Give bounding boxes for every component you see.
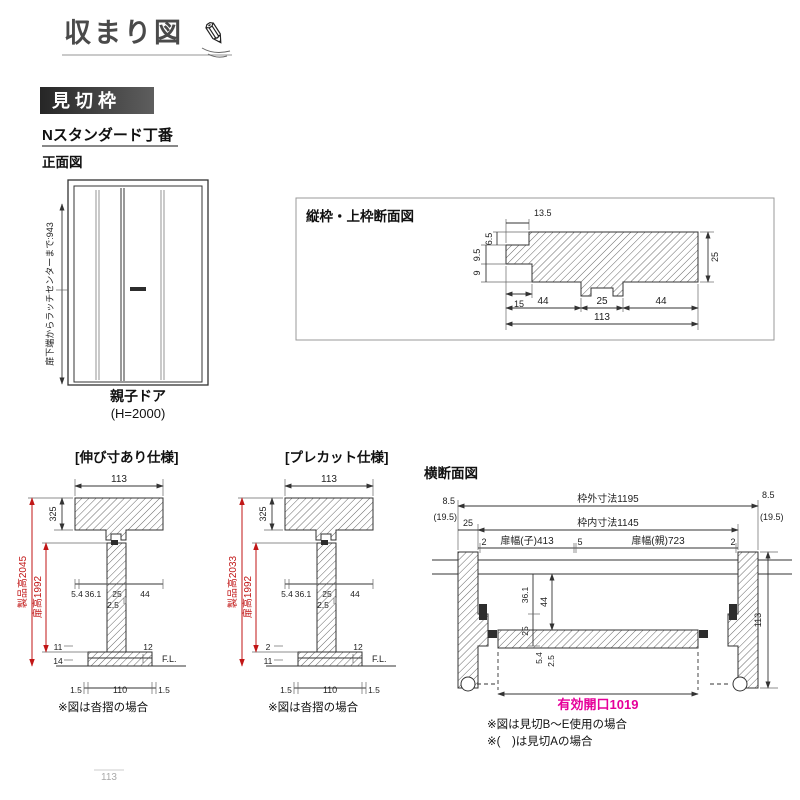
da-dim-11: 11 [54,642,63,652]
hinge-type-heading: Nスタンダード丁番 [42,126,174,144]
dim-44-right: 44 [655,296,667,307]
da-dim-25: 25 [112,589,122,599]
db-dim-2: 2 [266,642,271,652]
cs-dim-19-5-right: (19.5) [760,512,784,522]
db-product-height: 製品高2033 [226,555,239,608]
da-dim-44: 44 [140,589,150,599]
da-dim-12: 12 [143,642,153,652]
dim-44-left: 44 [537,296,549,307]
detail-extended-title: [伸び寸あり仕様] [75,449,179,465]
da-dim-325: 325 [48,506,58,521]
detail-extended: [伸び寸あり仕様] 113 325 製品高2045 扉高1992 5.4 36.… [16,449,186,714]
cs-dim-2-left: 2 [481,537,486,547]
dim-25-center: 25 [596,296,608,307]
da-dim-5-4: 5.4 [71,589,83,599]
badge-label: 見切枠 [51,90,121,111]
cs-note-1: ※図は見切B〜E使用の場合 [487,717,627,731]
da-floor-level: F.L. [162,654,177,664]
da-dim-1-5-right: 1.5 [158,685,170,695]
da-note: ※図は沓摺の場合 [58,700,149,714]
pivot-left [460,676,476,692]
header: 収まり図 ✎ [62,16,232,58]
db-dim-44: 44 [350,589,360,599]
cs-dim-8-5-right: 8.5 [762,490,775,500]
db-floor-level: F.L. [372,654,387,664]
cs-dim-36-1: 36.1 [520,586,530,603]
da-dim-1-5-left: 1.5 [70,685,82,695]
cs-dim-25: 25 [463,518,473,528]
cs-outer-width: 枠外寸法1195 [577,492,639,505]
front-elevation: 扉下端からラッチセンターまで:943 親子ドア (H=2000) [44,179,209,421]
door-height-label: (H=2000) [111,406,166,421]
cs-parent-width: 扉幅(親)723 [631,534,685,547]
horizontal-section: 横断面図 枠外寸法1195 8.5 (19.5) 8.5 (19.5) [424,465,792,748]
db-dim-2-5: 2.5 [317,600,329,610]
front-view-heading: 正面図 [42,155,83,170]
pencil-icon: ✎ [198,16,231,58]
right-jamb [727,551,759,689]
latch-dimension: 扉下端からラッチセンターまで:943 [44,222,55,366]
cs-dim-113: 113 [753,613,763,627]
da-dim-110: 110 [113,685,127,695]
dim-15: 15 [514,299,524,309]
da-product-height: 製品高2045 [16,555,29,608]
db-dim-25: 25 [322,589,332,599]
detail-precut: [プレカット仕様] 113 325 製品高2033 扉高1992 5.4 36.… [226,449,396,714]
da-door-height: 扉高1992 [31,575,44,618]
db-dim-113: 113 [321,474,337,485]
cs-effective-opening: 有効開口1019 [558,697,639,712]
da-dim-2-5: 2.5 [107,600,119,610]
head-frame-section-title: 縦枠・上枠断面図 [306,208,414,224]
db-dim-325: 325 [258,506,268,521]
da-dim-36-1: 36.1 [85,589,102,599]
horizontal-section-title: 横断面図 [424,465,478,481]
door-handle [130,287,146,291]
frame-profile [505,231,699,297]
db-door-height: 扉高1992 [241,575,254,618]
door-slab [497,629,699,649]
cs-child-width: 扉幅(子)413 [500,534,554,547]
db-dim-12: 12 [353,642,363,652]
db-note: ※図は沓摺の場合 [268,700,359,714]
hinge-right [729,604,737,620]
dim-113: 113 [594,312,610,323]
dim-9-5: 9.5 [472,249,482,262]
da-dim-14: 14 [53,656,63,666]
db-dim-36-1: 36.1 [295,589,312,599]
dim-25-side: 25 [710,252,720,262]
db-dim-5-4: 5.4 [281,589,293,599]
cs-dim-8-5-left: 8.5 [442,496,455,506]
cs-dim-2-5: 2.5 [546,655,556,667]
head-frame-section: 縦枠・上枠断面図 13.5 6.5 9.5 9 15 25 44 [295,197,775,341]
footer-artifact: 113 [94,769,124,783]
cs-dim-5: 5 [577,537,582,547]
section-badge: 見切枠 [40,87,154,114]
db-dim-11: 11 [264,656,273,666]
pivot-right [732,676,748,692]
artifact-text: 113 [101,772,117,783]
da-dim-113: 113 [111,474,127,485]
dim-6-5: 6.5 [484,233,494,246]
db-dim-110: 110 [323,685,337,695]
cs-dim-25-s: 25 [520,626,530,636]
door-type-label: 親子ドア [110,388,166,404]
dim-9: 9 [472,270,482,275]
cs-dim-2-right: 2 [730,537,735,547]
cs-dim-5-4: 5.4 [534,652,544,664]
db-dim-1-5-right: 1.5 [368,685,380,695]
detail-precut-title: [プレカット仕様] [285,449,389,465]
dim-13-5: 13.5 [534,208,552,218]
cs-dim-19-5-left: (19.5) [433,512,457,522]
db-dim-1-5-left: 1.5 [280,685,292,695]
pencil-glyph: ✎ [198,16,229,54]
cs-dim-44: 44 [539,597,549,607]
cs-note-2: ※( )は見切Aの場合 [487,734,593,748]
page-title: 収まり図 [64,18,184,48]
cs-inner-width: 枠内寸法1145 [577,516,639,529]
hinge-left [479,604,487,620]
